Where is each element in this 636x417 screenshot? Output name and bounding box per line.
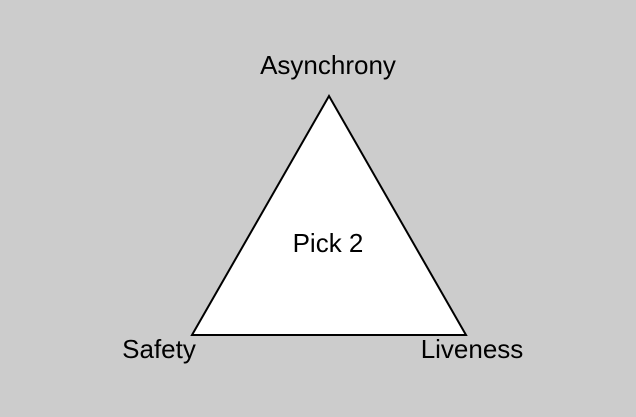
vertex-label-bottom-left: Safety xyxy=(122,334,196,364)
vertex-label-bottom-right: Liveness xyxy=(421,334,524,364)
vertex-label-top: Asynchrony xyxy=(260,50,396,80)
triangle-shape xyxy=(190,93,468,336)
center-label: Pick 2 xyxy=(293,228,364,258)
